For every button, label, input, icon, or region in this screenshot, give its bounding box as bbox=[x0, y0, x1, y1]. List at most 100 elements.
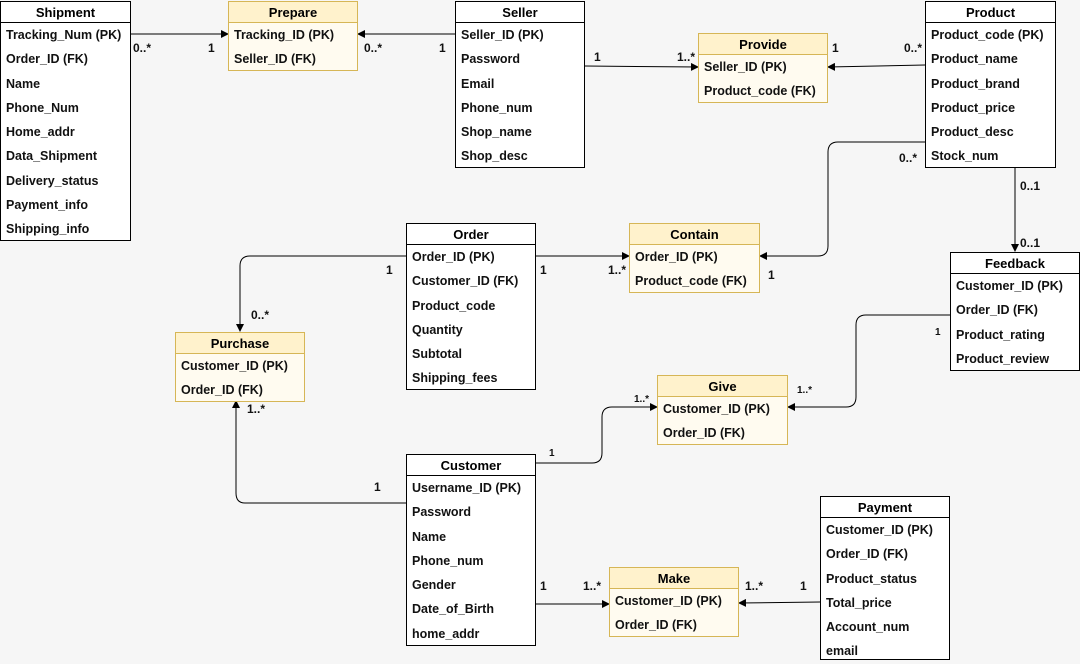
attribute: Order_ID (FK) bbox=[956, 303, 1038, 318]
attribute: Phone_num bbox=[412, 553, 484, 568]
attribute: Order_ID (PK) bbox=[635, 250, 718, 264]
entity-title: Purchase bbox=[176, 333, 304, 354]
attribute: Data_Shipment bbox=[6, 149, 97, 164]
attribute: Home_addr bbox=[6, 125, 75, 140]
attribute: Payment_info bbox=[6, 198, 88, 213]
entity-customer[interactable]: Customer Username_ID (PK) Password Name … bbox=[406, 454, 536, 646]
entity-contain[interactable]: Contain Order_ID (PK) Product_code (FK) bbox=[629, 223, 760, 293]
cardinality-label: 1 bbox=[374, 480, 381, 494]
entity-title: Prepare bbox=[229, 2, 357, 23]
attribute: Customer_ID (PK) bbox=[956, 279, 1063, 293]
attribute: Order_ID (FK) bbox=[615, 618, 697, 633]
attribute: Product_rating bbox=[956, 327, 1045, 342]
cardinality-label: 1..* bbox=[797, 385, 813, 396]
attribute: Name bbox=[6, 76, 41, 91]
cardinality-label: 0..* bbox=[251, 308, 270, 322]
attribute-list: Customer_ID (PK) Order_ID (FK) bbox=[658, 397, 787, 446]
attribute-list: Tracking_Num (PK) Order_ID (FK) Name Pho… bbox=[1, 23, 130, 242]
cardinality-label: 1..* bbox=[583, 579, 602, 593]
entity-feedback[interactable]: Feedback Customer_ID (PK) Order_ID (FK) … bbox=[950, 252, 1080, 371]
attribute: Email bbox=[461, 76, 495, 91]
attribute: Date_of_Birth bbox=[412, 602, 494, 617]
attribute: Customer_ID (PK) bbox=[826, 523, 933, 537]
attribute: Product_code (PK) bbox=[931, 28, 1044, 42]
entity-title: Product bbox=[926, 2, 1055, 23]
attribute: Username_ID (PK) bbox=[412, 481, 522, 495]
cardinality-label: 1 bbox=[208, 41, 215, 55]
cardinality-label: 1..* bbox=[247, 402, 266, 416]
attribute-list: Seller_ID (PK) Password Email Phone_num … bbox=[456, 23, 584, 169]
attribute: Tracking_Num (PK) bbox=[6, 28, 122, 42]
connector-product-provide[interactable] bbox=[827, 62, 926, 71]
attribute: Product_code (FK) bbox=[635, 274, 747, 289]
entity-order[interactable]: Order Order_ID (PK) Customer_ID (FK) Pro… bbox=[406, 223, 536, 390]
attribute: Product_name bbox=[931, 52, 1018, 67]
entity-provide[interactable]: Provide Seller_ID (PK) Product_code (FK) bbox=[698, 33, 828, 103]
cardinality-label: 1 bbox=[935, 327, 941, 338]
attribute: Password bbox=[412, 505, 472, 520]
attribute: Order_ID (FK) bbox=[663, 426, 745, 441]
connector-feedback-give[interactable] bbox=[787, 314, 950, 411]
entity-product[interactable]: Product Product_code (PK) Product_name P… bbox=[925, 1, 1056, 168]
attribute: Customer_ID (PK) bbox=[181, 359, 288, 373]
cardinality-label: 1 bbox=[439, 41, 446, 55]
attribute: Delivery_status bbox=[6, 173, 99, 188]
attribute: Shipping_info bbox=[6, 222, 90, 237]
connector-seller-provide[interactable] bbox=[584, 62, 699, 71]
attribute: Product_code (FK) bbox=[704, 84, 816, 99]
entity-prepare[interactable]: Prepare Tracking_ID (PK) Seller_ID (FK) bbox=[228, 1, 358, 71]
attribute: Customer_ID (PK) bbox=[615, 594, 722, 608]
attribute: Order_ID (FK) bbox=[826, 547, 908, 562]
cardinality-label: 1 bbox=[832, 41, 839, 55]
cardinality-label: 1 bbox=[768, 268, 775, 282]
attribute: Account_num bbox=[826, 620, 910, 635]
attribute-list: Customer_ID (PK) Order_ID (FK) bbox=[610, 589, 738, 638]
entity-title: Feedback bbox=[951, 253, 1079, 274]
attribute: Product_code bbox=[412, 298, 496, 313]
attribute: Customer_ID (PK) bbox=[663, 402, 770, 416]
attribute: Name bbox=[412, 529, 447, 544]
attribute: Subtotal bbox=[412, 347, 462, 362]
attribute-list: Username_ID (PK) Password Name Phone_num… bbox=[407, 476, 535, 646]
attribute-list: Customer_ID (PK) Order_ID (FK) Product_r… bbox=[951, 274, 1079, 371]
cardinality-label: 1 bbox=[540, 579, 547, 593]
attribute: Quantity bbox=[412, 322, 463, 337]
attribute: Stock_num bbox=[931, 149, 999, 164]
entity-make[interactable]: Make Customer_ID (PK) Order_ID (FK) bbox=[609, 567, 739, 637]
cardinality-label: 1 bbox=[549, 448, 555, 459]
connector-payment-make[interactable] bbox=[738, 598, 821, 607]
attribute: Shipping_fees bbox=[412, 371, 498, 386]
attribute-list: Order_ID (PK) Product_code (FK) bbox=[630, 245, 759, 294]
entity-shipment[interactable]: Shipment Tracking_Num (PK) Order_ID (FK)… bbox=[0, 1, 131, 241]
cardinality-label: 0..* bbox=[899, 151, 918, 165]
cardinality-label: 1..* bbox=[608, 263, 627, 277]
entity-title: Make bbox=[610, 568, 738, 589]
cardinality-label: 0..1 bbox=[1020, 179, 1041, 193]
entity-title: Contain bbox=[630, 224, 759, 245]
attribute: Gender bbox=[412, 578, 456, 593]
attribute: email bbox=[826, 644, 858, 659]
cardinality-label: 0..* bbox=[904, 41, 923, 55]
cardinality-label: 0..* bbox=[133, 41, 152, 55]
attribute: Password bbox=[461, 52, 521, 67]
entity-give[interactable]: Give Customer_ID (PK) Order_ID (FK) bbox=[657, 375, 788, 445]
entity-purchase[interactable]: Purchase Customer_ID (PK) Order_ID (FK) bbox=[175, 332, 305, 402]
attribute-list: Customer_ID (PK) Order_ID (FK) bbox=[176, 354, 304, 403]
entity-title: Provide bbox=[699, 34, 827, 55]
entity-seller[interactable]: Seller Seller_ID (PK) Password Email Pho… bbox=[455, 1, 585, 168]
attribute: Phone_Num bbox=[6, 100, 79, 115]
cardinality-label: 1 bbox=[800, 579, 807, 593]
cardinality-label: 1..* bbox=[634, 394, 650, 405]
attribute: Product_review bbox=[956, 351, 1050, 366]
attribute: Seller_ID (PK) bbox=[461, 28, 544, 42]
entity-title: Payment bbox=[821, 497, 949, 518]
attribute-list: Order_ID (PK) Customer_ID (FK) Product_c… bbox=[407, 245, 535, 391]
attribute: Seller_ID (FK) bbox=[234, 52, 316, 67]
attribute: Customer_ID (FK) bbox=[412, 274, 519, 289]
entity-payment[interactable]: Payment Customer_ID (PK) Order_ID (FK) P… bbox=[820, 496, 950, 660]
cardinality-label: 1 bbox=[594, 50, 601, 64]
attribute: Seller_ID (PK) bbox=[704, 60, 787, 74]
attribute-list: Customer_ID (PK) Order_ID (FK) Product_s… bbox=[821, 518, 949, 664]
attribute: Shop_name bbox=[461, 125, 532, 140]
attribute: Product_desc bbox=[931, 125, 1014, 140]
